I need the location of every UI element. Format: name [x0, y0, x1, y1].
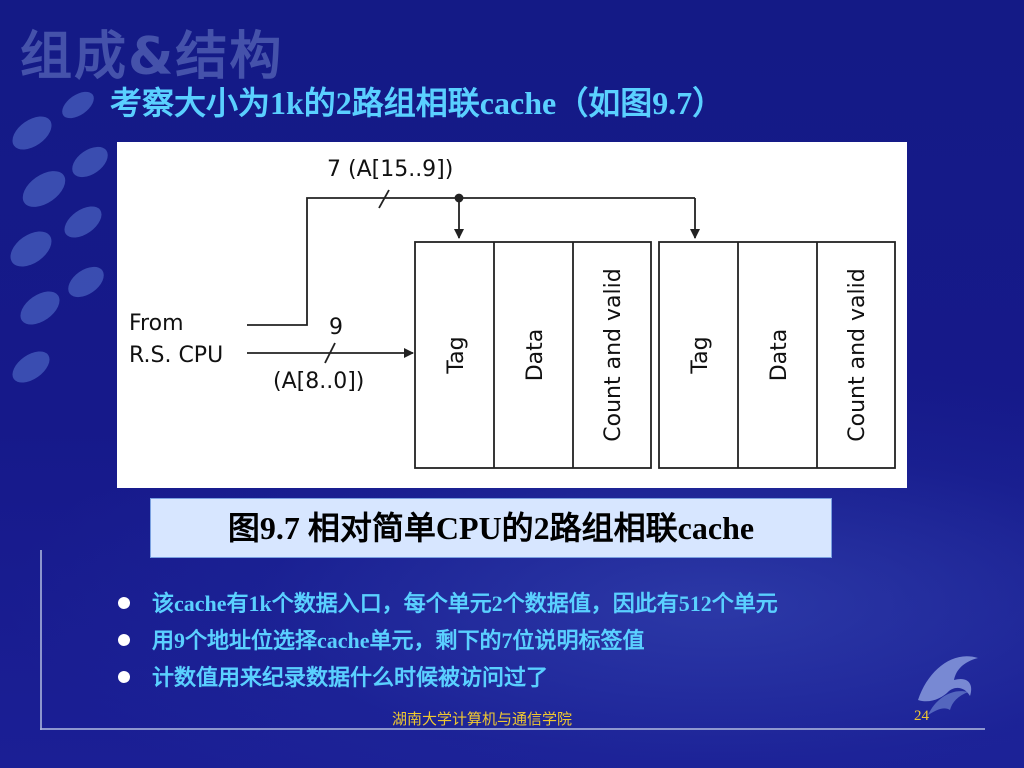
decorative-dot [14, 284, 66, 332]
bullet-icon [118, 671, 130, 683]
list-item: 该cache有1k个数据入口，每个单元2个数据值，因此有512个单元 [112, 585, 778, 622]
way2-count-valid-field: Count and valid [845, 268, 870, 441]
dolphin-logo-icon [918, 656, 978, 715]
frame-line-bottom [40, 728, 985, 730]
decorative-dot [57, 86, 99, 124]
decorative-dot [4, 224, 58, 274]
way1-tag-field: Tag [444, 336, 469, 374]
page-number: 24 [914, 708, 929, 724]
decorative-dot [6, 109, 58, 157]
from-label: From [129, 311, 184, 336]
tag-bits-label: 7 (A[15..9]) [327, 157, 453, 182]
way1-data-field: Data [523, 329, 548, 382]
tag-bus-slash [378, 189, 390, 209]
cache-way-1 [414, 241, 652, 469]
bullet-icon [118, 634, 130, 646]
cache-diagram-svg: 7 (A[15..9]) From R.S. CPU 9 (A[8..0]) T… [129, 157, 896, 469]
bullet-list: 该cache有1k个数据入口，每个单元2个数据值，因此有512个单元 用9个地址… [112, 585, 778, 696]
index-width-label: 9 [329, 315, 343, 340]
decorative-dot [66, 140, 114, 184]
way2-data-field: Data [767, 329, 792, 382]
list-item: 用9个地址位选择cache单元，剩下的7位说明标签值 [112, 622, 778, 659]
index-bits-label: (A[8..0]) [273, 369, 364, 394]
frame-line-left [40, 550, 42, 730]
bullet-text: 计数值用来纪录数据什么时候被访问过了 [152, 665, 549, 690]
decorative-dot [62, 260, 110, 304]
watermark-text: 组成&结构 [20, 27, 284, 87]
slide-title: 考察大小为1k的2路组相联cache（如图9.7） [110, 85, 725, 121]
decorative-dot [58, 200, 108, 244]
figure-caption: 图9.7 相对简单CPU的2路组相联cache [150, 498, 832, 558]
cache-diagram: 7 (A[15..9]) From R.S. CPU 9 (A[8..0]) T… [117, 142, 907, 488]
way1-count-valid-field: Count and valid [601, 268, 626, 441]
index-bus-slash [324, 342, 336, 364]
bullet-text: 用9个地址位选择cache单元，剩下的7位说明标签值 [152, 628, 645, 653]
cpu-label: R.S. CPU [129, 343, 223, 368]
footer-institution: 湖南大学计算机与通信学院 [392, 712, 573, 728]
bullet-text: 该cache有1k个数据入口，每个单元2个数据值，因此有512个单元 [152, 591, 778, 616]
list-item: 计数值用来纪录数据什么时候被访问过了 [112, 659, 778, 696]
cache-way-2 [658, 241, 896, 469]
decorative-dot [16, 163, 72, 215]
bullet-icon [118, 597, 130, 609]
tag-address-line [247, 197, 695, 326]
way2-tag-field: Tag [688, 336, 713, 374]
